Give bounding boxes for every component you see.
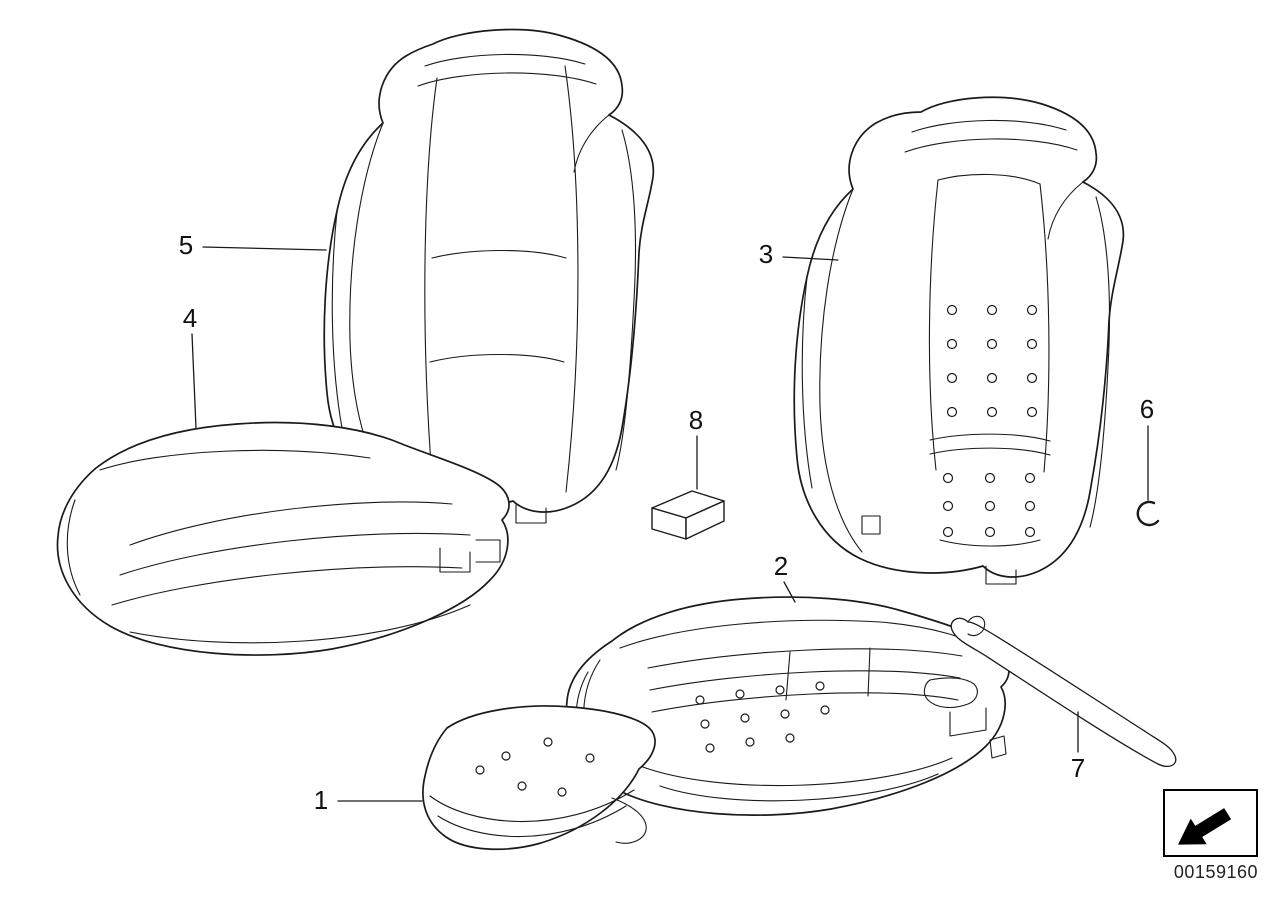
part-number: 00159160: [1173, 862, 1258, 882]
callout-7[interactable]: 7: [1070, 753, 1086, 783]
foam-block: [651, 490, 725, 540]
lumbar-pad: [422, 705, 656, 851]
callout-2[interactable]: 2: [773, 551, 789, 581]
leader-lines: [191, 246, 1149, 802]
perforation-dots-lower: [942, 472, 1036, 538]
callout-1[interactable]: 1: [313, 785, 329, 815]
callout-8[interactable]: 8: [688, 405, 704, 435]
seat-cushion-pad-right: [565, 596, 1010, 816]
callout-6[interactable]: 6: [1139, 394, 1155, 424]
seat-cushion-cover-left: [56, 421, 510, 656]
callout-3[interactable]: 3: [758, 239, 774, 269]
backrest-cover-left: [323, 28, 655, 524]
tension-rod-tool: [950, 615, 1177, 768]
perforation-dots-upper: [946, 304, 1038, 418]
direction-arrow-icon: [1178, 808, 1232, 845]
cushion-perforation-dots: [695, 681, 830, 753]
direction-indicator-box: [1163, 789, 1258, 857]
pad-perforation-dots: [475, 737, 595, 797]
retaining-clip: [1136, 500, 1160, 527]
callout-4[interactable]: 4: [182, 303, 198, 333]
backrest-cover-right-perforated: [793, 96, 1125, 585]
callout-5[interactable]: 5: [178, 230, 194, 260]
